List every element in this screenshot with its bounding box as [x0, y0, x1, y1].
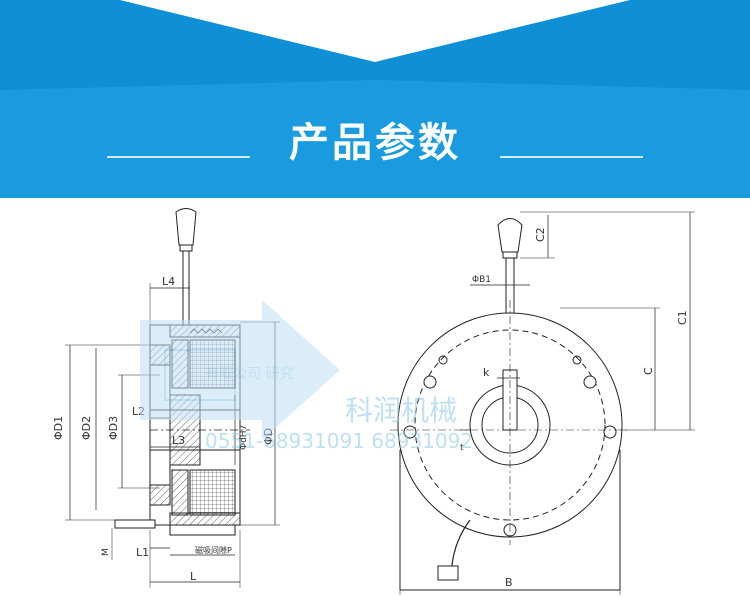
label-L4: L4	[162, 275, 175, 288]
label-P: 磁吸间隙P	[195, 545, 232, 555]
watermark-small-text: 有限公司 研究	[205, 366, 293, 382]
label-C1: C1	[676, 310, 689, 325]
label-H7: ΦdH7	[239, 425, 249, 450]
label-L1: L1	[136, 546, 149, 559]
watermark: 有限公司 研究 科润机械 0551-68931091 68931092	[140, 300, 473, 453]
handle-knob	[175, 208, 197, 246]
label-C: C	[642, 367, 655, 375]
label-t: t	[460, 443, 464, 453]
banner-background	[0, 0, 750, 158]
label-L: L	[190, 570, 197, 583]
label-k: k	[483, 366, 490, 379]
label-B1: ΦB1	[472, 275, 491, 285]
label-M: M	[101, 548, 111, 556]
label-D2: ΦD2	[80, 416, 93, 440]
label-D1: ΦD1	[52, 416, 65, 440]
front-view-labels: C2 ΦB1 C1 C k t B	[460, 227, 689, 589]
label-C2: C2	[534, 227, 547, 242]
watermark-phone: 0551-68931091 68931092	[205, 429, 473, 453]
front-view	[390, 211, 695, 595]
technical-drawing: L4 ΦD1 ΦD2 ΦD3 L2 L3 ΦdH7 ΦD M L1 L 磁吸间隙…	[52, 208, 695, 595]
coil-bottom	[189, 469, 236, 516]
label-D3: ΦD3	[107, 416, 120, 440]
front-handle-knob	[497, 218, 523, 253]
label-L3: L3	[172, 434, 185, 447]
label-B: B	[505, 576, 513, 589]
header-banner: 产品参数	[0, 0, 750, 198]
page-title: 产品参数	[289, 120, 461, 166]
watermark-company: 科润机械	[345, 394, 457, 427]
